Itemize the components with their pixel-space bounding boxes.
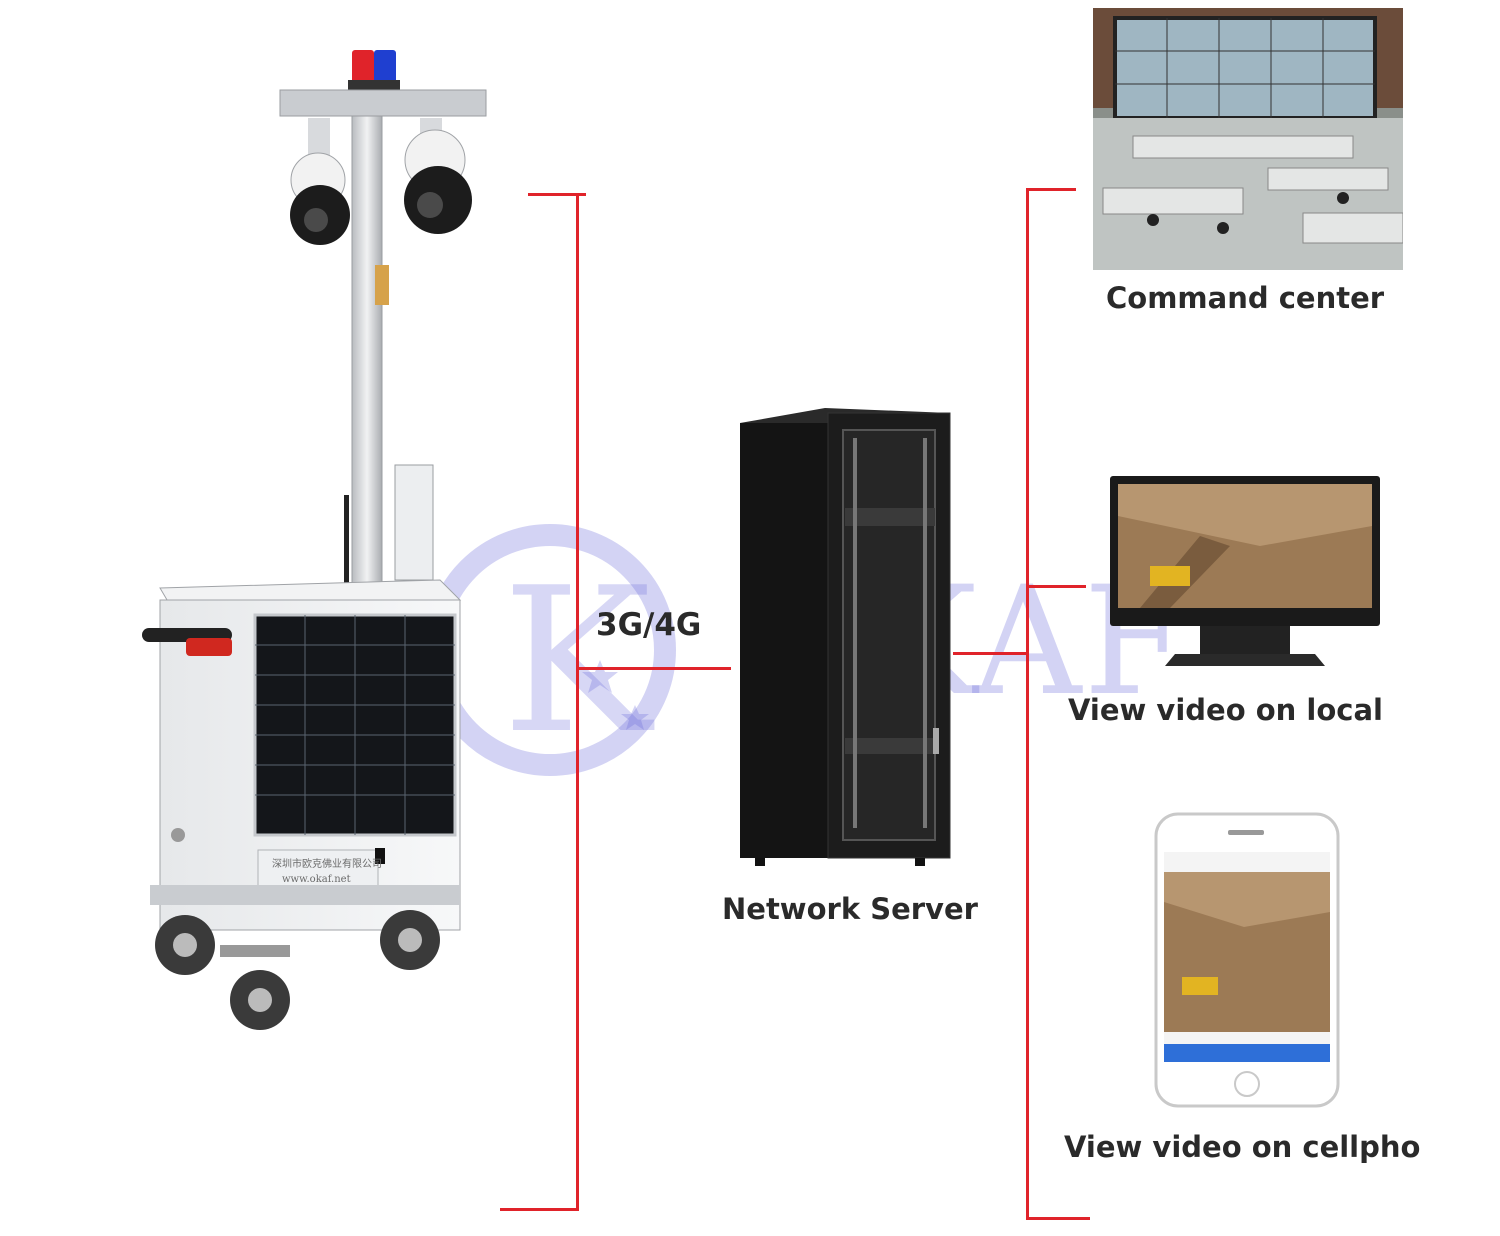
ptz-camera-right-icon xyxy=(404,118,472,234)
server-label: Network Server xyxy=(722,892,978,926)
connector-left-bottom xyxy=(500,1208,579,1211)
connector-from-server xyxy=(953,652,1028,655)
server-rack-icon xyxy=(740,408,951,866)
ptz-camera-left-icon xyxy=(290,118,350,245)
warning-beacon-icon xyxy=(348,50,400,90)
solar-camera-trailer xyxy=(142,50,487,1030)
connector-to-server xyxy=(579,667,731,670)
local-label: View video on local xyxy=(1068,693,1383,727)
local-monitor-icon xyxy=(1110,476,1380,666)
connector-right-bottom xyxy=(1026,1217,1090,1220)
cellphone-label: View video on cellpho xyxy=(1064,1130,1421,1164)
wheel-icon xyxy=(155,910,440,1030)
solar-panel-icon xyxy=(253,613,457,837)
connector-right-top xyxy=(1026,188,1076,191)
cellphone-icon xyxy=(1154,812,1340,1108)
trailer-plate-company: 深圳市欧克佛业有限公司 xyxy=(272,859,382,870)
connector-left-vertical xyxy=(576,193,579,1211)
command-center-image xyxy=(1093,8,1403,270)
connector-right-vertical xyxy=(1026,188,1029,1220)
trailer-plate-website: www.okaf.net xyxy=(282,874,351,885)
connector-left-top xyxy=(528,193,586,196)
connector-right-middle xyxy=(1026,585,1086,588)
link-label: 3G/4G xyxy=(596,607,702,643)
command-center-label: Command center xyxy=(1106,281,1385,315)
